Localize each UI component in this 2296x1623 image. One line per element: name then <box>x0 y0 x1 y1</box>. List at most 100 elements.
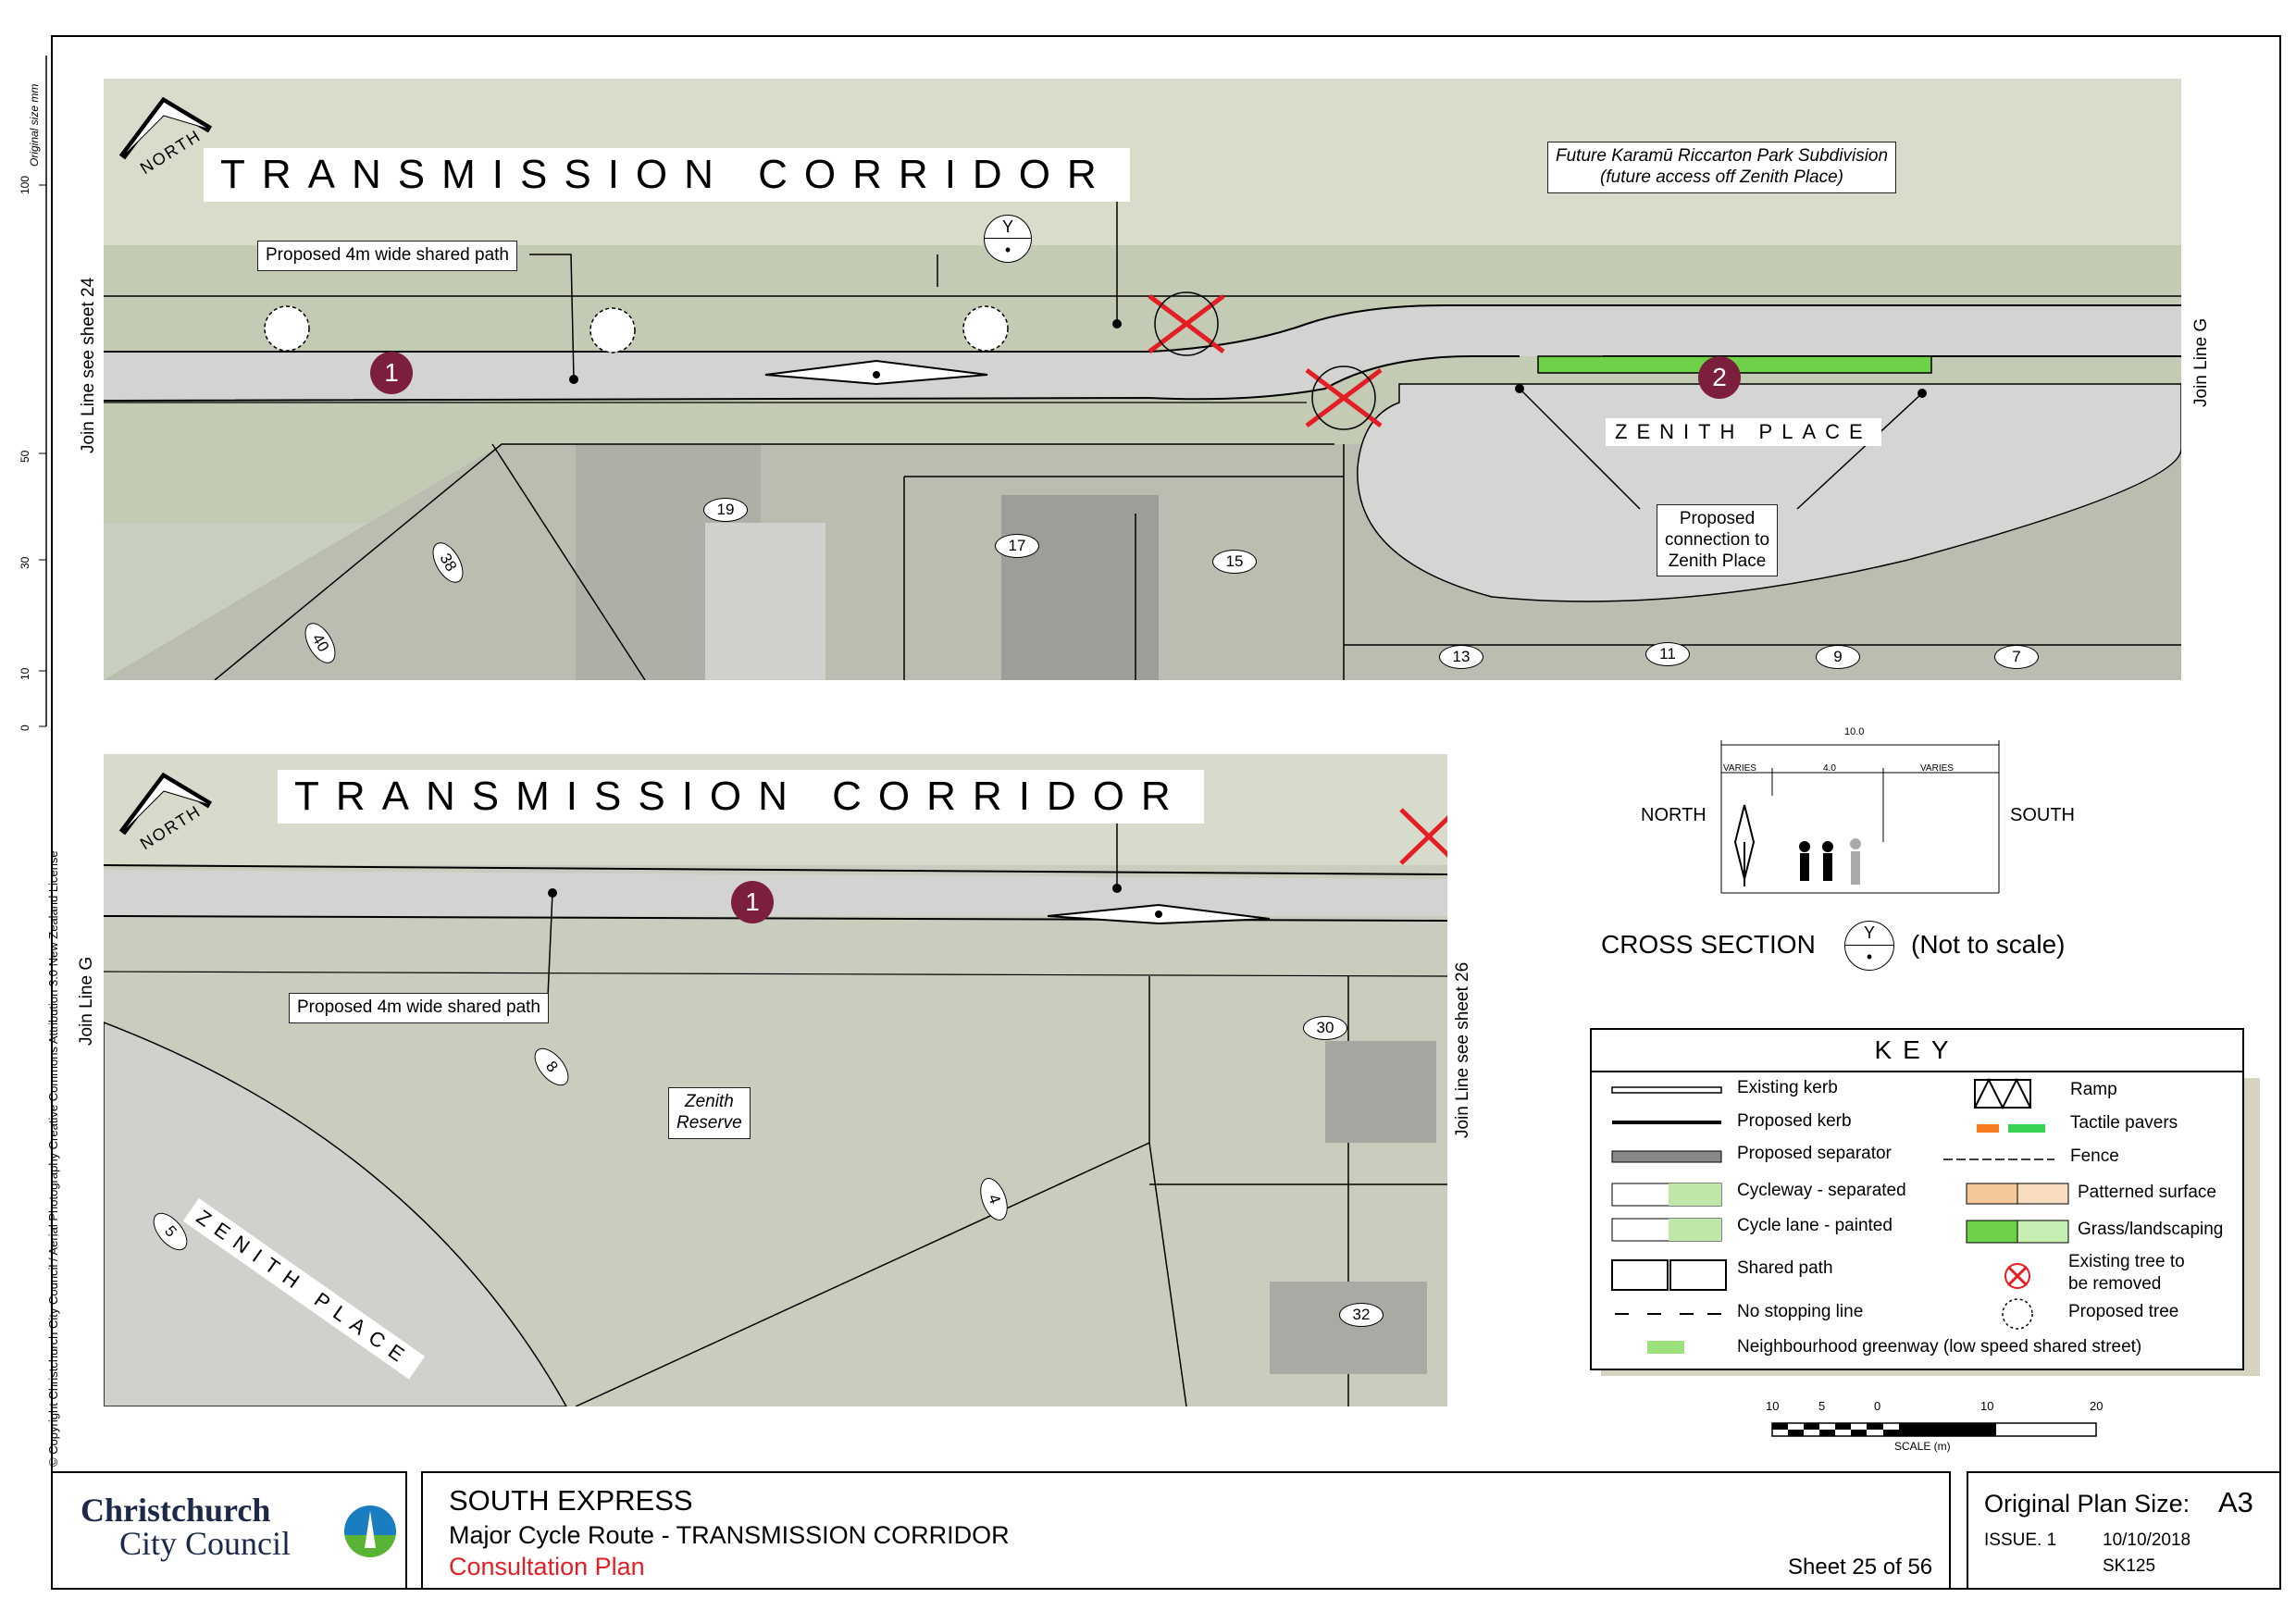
connection-line2: connection to <box>1665 529 1770 550</box>
sheet-prefix: Sheet <box>1788 1555 1846 1580</box>
council-name: Christchurch City Council <box>81 1493 291 1560</box>
key-no-stopping: No stopping line <box>1737 1302 1864 1321</box>
reserve-line2: Reserve <box>676 1112 742 1133</box>
ruler-tick-100: 100 <box>19 175 31 194</box>
cs-note: (Not to scale) <box>1911 930 2066 959</box>
cs-section-dot: • <box>1845 945 1893 969</box>
issue-number: ISSUE. 1 <box>1984 1530 2057 1550</box>
scale-tick-10a: 10 <box>1766 1399 1780 1413</box>
key-existing-kerb: Existing kerb <box>1737 1078 1838 1097</box>
key-ramp: Ramp <box>2070 1080 2117 1099</box>
sheet-no: 25 <box>1852 1555 1878 1580</box>
connection-line3: Zenith Place <box>1668 551 1767 571</box>
ruler-tick-30: 30 <box>19 556 31 569</box>
lot-19: 19 <box>703 498 748 522</box>
top-street-label: ZENITH PLACE <box>1606 418 1881 446</box>
scale-tick-0: 0 <box>1874 1399 1881 1413</box>
size-ruler <box>28 56 56 731</box>
top-path-label: Proposed 4m wide shared path <box>257 241 517 271</box>
lot-13: 13 <box>1439 645 1483 669</box>
bottom-marker-1: 1 <box>731 881 774 923</box>
scale-bar <box>1763 1416 2105 1443</box>
cs-title: CROSS SECTION <box>1601 930 1816 959</box>
zenith-reserve-label: Zenith Reserve <box>668 1087 751 1139</box>
sheet-of: of 56 <box>1882 1555 1933 1580</box>
key-shared-path: Shared path <box>1737 1258 1833 1278</box>
plan-size: A3 <box>2218 1486 2253 1518</box>
scale-tick-10b: 10 <box>1980 1399 1994 1413</box>
ruler-tick-50: 50 <box>19 450 31 463</box>
top-marker-1: 1 <box>370 352 413 394</box>
future-line1: Future Karamū Riccarton Park Subdivision <box>1556 146 1889 166</box>
scale-caption: SCALE (m) <box>1894 1440 1951 1453</box>
lot-11: 11 <box>1645 642 1690 666</box>
key-cycleway-separated: Cycleway - separated <box>1737 1181 1906 1200</box>
top-marker-2: 2 <box>1698 356 1741 399</box>
key-proposed-tree: Proposed tree <box>2068 1302 2179 1321</box>
section-letter: Y <box>1001 217 1013 236</box>
scale-tick-20: 20 <box>2090 1399 2104 1413</box>
ruler-tick-0: 0 <box>19 725 31 731</box>
key-box: KEY Existing kerb Proposed kerb Proposed… <box>1590 1028 2244 1370</box>
sheet-number: Sheet 25 of 56 <box>1788 1555 1932 1580</box>
top-connection-label: Proposed connection to Zenith Place <box>1657 504 1779 577</box>
lot-17: 17 <box>995 534 1039 558</box>
bottom-join-right: Join Line see sheet 26 <box>1453 961 1472 1138</box>
cs-mid-dim: 4.0 <box>1823 763 1836 774</box>
key-symbols <box>1611 1077 2069 1354</box>
council-name-line1: Christchurch <box>81 1492 271 1529</box>
top-join-left: Join Line see sheet 24 <box>79 277 98 453</box>
connection-line1: Proposed <box>1679 509 1756 528</box>
reserve-line1: Zenith <box>684 1092 734 1111</box>
key-cycle-lane-painted: Cycle lane - painted <box>1737 1216 1893 1235</box>
cross-section-diagram <box>1712 731 2008 898</box>
council-logo-icon <box>344 1505 396 1557</box>
future-line2: (future access off Zenith Place) <box>1600 167 1843 187</box>
key-tree-remove-2: be removed <box>2068 1274 2162 1294</box>
key-patterned-surface: Patterned surface <box>2078 1183 2216 1202</box>
plan-type: Consultation Plan <box>449 1553 645 1580</box>
key-tree-remove-1: Existing tree to <box>2068 1252 2185 1271</box>
cs-total-dim: 10.0 <box>1844 726 1865 737</box>
key-proposed-separator: Proposed separator <box>1737 1144 1892 1163</box>
cs-right-dim: VARIES <box>1920 763 1954 774</box>
bottom-join-left: Join Line G <box>77 956 96 1046</box>
lot-7: 7 <box>1994 645 2039 669</box>
bottom-path-label: Proposed 4m wide shared path <box>289 993 549 1023</box>
lot-32: 32 <box>1339 1303 1384 1327</box>
cs-section-letter: Y <box>1863 923 1875 942</box>
key-greenway: Neighbourhood greenway (low speed shared… <box>1737 1337 2142 1357</box>
lot-15: 15 <box>1212 550 1257 574</box>
top-future-label: Future Karamū Riccarton Park Subdivision… <box>1547 142 1897 193</box>
top-plan-panel <box>104 79 2181 680</box>
issue-date: 10/10/2018 <box>2103 1530 2191 1550</box>
top-title: TRANSMISSION CORRIDOR <box>204 148 1130 202</box>
project-name: SOUTH EXPRESS <box>449 1484 693 1517</box>
top-join-right: Join Line G <box>2191 317 2211 407</box>
council-logo-box: Christchurch City Council <box>51 1471 407 1590</box>
route-name: Major Cycle Route - TRANSMISSION CORRIDO… <box>449 1521 1010 1549</box>
ruler-caption: Original size mm <box>28 83 41 167</box>
bottom-plan-panel <box>104 754 1447 1406</box>
drawing-number: SK125 <box>2103 1556 2156 1576</box>
scale-tick-5: 5 <box>1818 1399 1826 1413</box>
key-tactile-pavers: Tactile pavers <box>2070 1113 2178 1133</box>
cs-south-label: SOUTH <box>2010 805 2075 825</box>
council-name-line2: City Council <box>119 1525 292 1562</box>
cs-north-label: NORTH <box>1641 805 1706 825</box>
key-title: KEY <box>1592 1030 2242 1072</box>
key-grass: Grass/landscaping <box>2078 1220 2224 1239</box>
key-fence: Fence <box>2070 1146 2119 1166</box>
cs-section-marker: Y • <box>1844 921 1894 971</box>
ruler-tick-10: 10 <box>19 667 31 680</box>
lot-9: 9 <box>1816 645 1860 669</box>
lot-30: 30 <box>1303 1016 1347 1040</box>
section-marker-top: Y • <box>984 215 1032 263</box>
key-proposed-kerb: Proposed kerb <box>1737 1111 1852 1131</box>
cs-left-dim: VARIES <box>1723 763 1756 774</box>
plan-size-label: Original Plan Size: <box>1984 1490 2191 1518</box>
bottom-title: TRANSMISSION CORRIDOR <box>278 770 1204 824</box>
plan-info-box: Original Plan Size: A3 ISSUE. 1 10/10/20… <box>1967 1471 2281 1590</box>
section-dot: • <box>985 238 1031 261</box>
project-title-box: SOUTH EXPRESS Major Cycle Route - TRANSM… <box>421 1471 1951 1590</box>
